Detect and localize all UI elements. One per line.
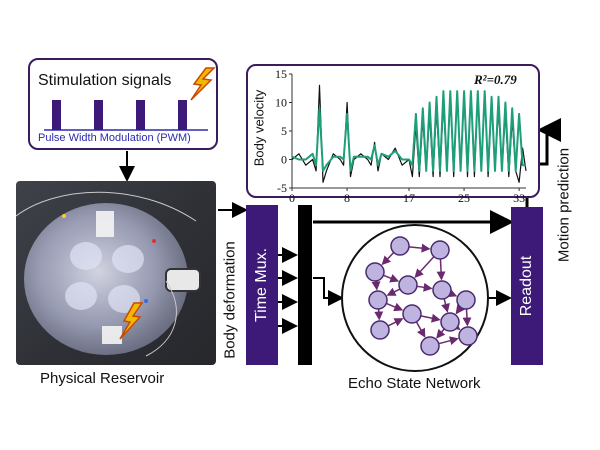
esn-node — [458, 326, 478, 346]
esn-edge — [381, 251, 395, 266]
esn-node — [402, 304, 422, 324]
pwm-pulses — [44, 67, 216, 131]
y-tick-label: 5 — [281, 124, 287, 138]
pwm-pulse — [52, 100, 61, 130]
x-tick-label: 33 — [513, 191, 525, 205]
esn-edge — [416, 282, 433, 292]
esn-edge — [387, 318, 404, 327]
arrow-bus-to-esn — [313, 277, 344, 306]
x-tick-label: 25 — [458, 191, 470, 205]
esn-edge — [436, 258, 446, 281]
chart-ylabel: Body velocity — [251, 89, 267, 167]
readout-label: Readout — [518, 255, 535, 317]
esn-edge — [441, 298, 450, 313]
esn-edge — [447, 288, 458, 298]
stimulation-title: Stimulation signals — [38, 72, 172, 89]
esn-node — [420, 336, 440, 356]
esn-edge — [374, 308, 384, 321]
esn-edge — [408, 243, 431, 253]
lightning-bolt-icon — [190, 67, 216, 101]
pwm-pulse — [94, 100, 103, 130]
x-tick-label: 8 — [344, 191, 350, 205]
chart-annotation: R²=0.79 — [474, 72, 517, 87]
pwm-pulse — [178, 100, 187, 130]
chart-ylabel-box: Body velocity — [250, 72, 268, 184]
esn-caption: Echo State Network — [348, 375, 481, 392]
esn-edge — [462, 308, 472, 327]
y-tick-label: 0 — [281, 153, 287, 167]
esn-node — [430, 240, 450, 260]
esn-edge — [383, 274, 400, 283]
esn-node — [432, 280, 452, 300]
esn-node — [368, 290, 388, 310]
y-tick-label: 10 — [275, 96, 287, 110]
signal-bus-bar — [298, 205, 312, 365]
time-mux-block: Time Mux. — [246, 205, 278, 365]
esn-edge — [386, 302, 404, 312]
esn-node — [370, 320, 390, 340]
esn-edge — [420, 313, 441, 323]
esn-node — [390, 236, 410, 256]
esn-edge — [371, 280, 381, 291]
esn-edge — [438, 336, 459, 346]
motion-prediction-label: Motion prediction — [555, 147, 573, 263]
lightning-bolt-icon — [119, 302, 144, 340]
esn-node — [398, 275, 418, 295]
jellyfish-illustration — [16, 191, 201, 357]
readout-block: Readout — [511, 207, 543, 365]
esn-node — [456, 290, 476, 310]
x-tick-label: 17 — [403, 191, 415, 205]
series-predicted-line — [291, 90, 526, 172]
y-tick-label: 15 — [275, 67, 287, 81]
esn-edge — [414, 256, 435, 278]
esn-node — [365, 262, 385, 282]
esn-edge — [386, 287, 401, 296]
x-tick-label: 0 — [289, 191, 295, 205]
jellyfish-photo — [16, 181, 216, 365]
pwm-label: Pulse Width Modulation (PWM) — [38, 132, 191, 144]
motion-prediction-label-box: Motion prediction — [552, 130, 576, 280]
esn-edge — [436, 328, 446, 339]
y-tick-label: -5 — [277, 181, 287, 195]
stimulation-panel: Stimulation signals Pulse Width Modulati… — [28, 58, 218, 150]
pwm-pulse — [136, 100, 145, 130]
esn-edge — [415, 321, 426, 338]
esn-node — [440, 312, 460, 332]
reservoir-caption: Physical Reservoir — [40, 370, 165, 387]
esn-edge — [455, 304, 465, 315]
